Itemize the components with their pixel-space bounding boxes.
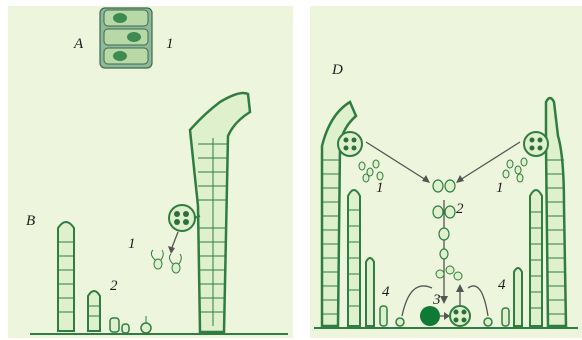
gametangium-right: [523, 131, 549, 157]
germlings-B: [109, 316, 152, 334]
gametangium-left: [337, 131, 363, 157]
filament-B-tall: [57, 221, 75, 332]
label-A-1: 1: [166, 36, 174, 52]
filament-D-left-2: [347, 189, 361, 327]
left-panel-drawing: [30, 7, 288, 335]
label-4-left: 4: [382, 284, 390, 300]
zoosporangium-B: [168, 204, 201, 232]
label-B-1: 1: [128, 236, 136, 252]
gamete-fusion: [432, 179, 456, 260]
zoospores-B: [150, 249, 182, 274]
germling-D-left: [379, 305, 388, 327]
panel-right: D 1 1 2 3 4 4: [310, 6, 582, 338]
label-1-left: 1: [376, 180, 384, 196]
label-B-2: 2: [110, 278, 118, 294]
germling-D-right: [501, 307, 510, 327]
filament-fragment-A: [99, 7, 153, 69]
label-3: 3: [433, 292, 441, 308]
arrow-B: [170, 231, 179, 251]
filament-D-left-3: [365, 257, 375, 327]
right-panel-drawing: [314, 96, 578, 329]
label-A: A: [74, 36, 84, 52]
label-1-right: 1: [496, 180, 504, 196]
label-B: B: [26, 213, 36, 229]
label-2: 2: [456, 201, 464, 217]
filament-D-right: [544, 96, 568, 328]
filament-B-large: [188, 91, 252, 334]
filament-D-right-3: [513, 267, 523, 327]
filament-D-right-2: [529, 189, 543, 327]
panel-left: A 1 B 1 2: [8, 6, 293, 338]
zoospore-tetrad: [449, 305, 471, 327]
zoospores-D: [435, 265, 463, 281]
zygote: [420, 306, 440, 326]
gametes-right: [502, 157, 528, 183]
label-D: D: [332, 62, 343, 78]
gametes-left: [358, 159, 384, 183]
label-4-right: 4: [498, 277, 506, 293]
filament-B-small: [87, 290, 101, 332]
